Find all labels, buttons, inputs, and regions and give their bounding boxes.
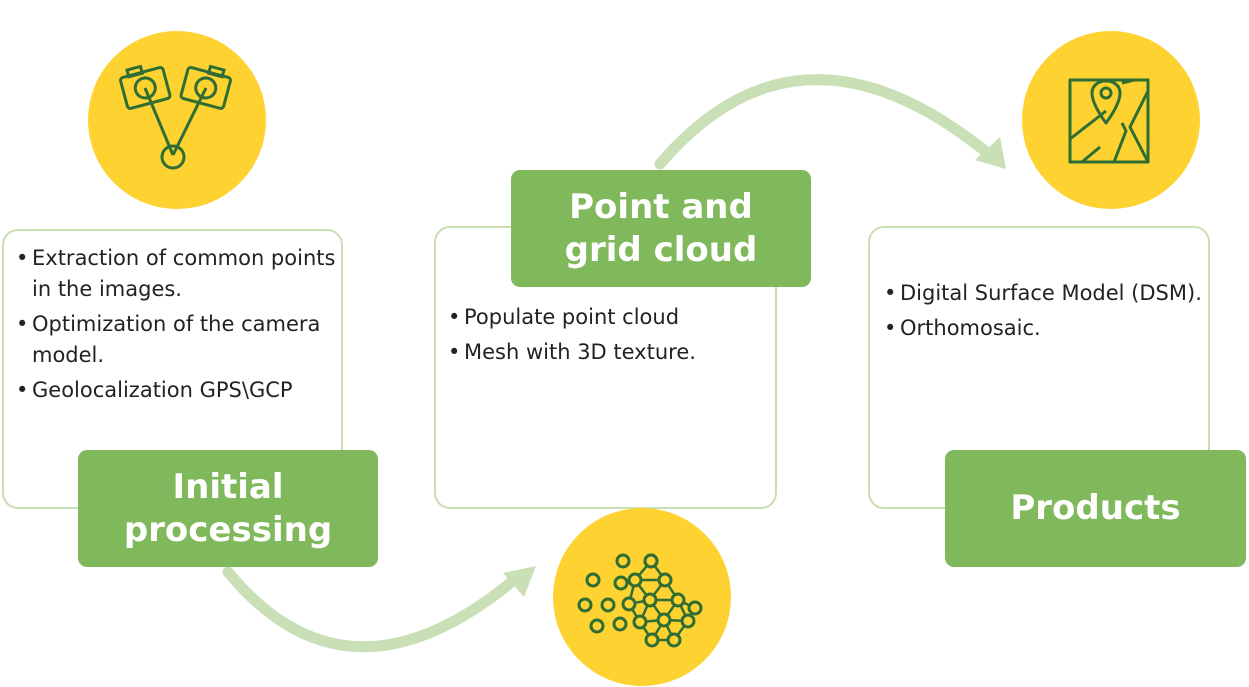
- point-node: [627, 572, 643, 588]
- point-node: [643, 553, 659, 569]
- point-cloud-label: Point and grid cloud: [511, 170, 811, 287]
- camera-triangulation-icon: [119, 64, 232, 170]
- point-node: [687, 600, 703, 616]
- point-node: [644, 632, 660, 648]
- point-node: [612, 616, 628, 632]
- initial-processing-bullets: Extraction of common points in the image…: [16, 243, 338, 410]
- flow-arrow-head-1: [503, 566, 536, 597]
- products-bullets: Digital Surface Model (DSM). Orthomosaic…: [884, 278, 1204, 348]
- point-node: [615, 553, 631, 569]
- bullet-item: Orthomosaic.: [884, 313, 1204, 344]
- bullet-item: Geolocalization GPS\GCP: [16, 375, 338, 406]
- map-pin-icon: [1068, 78, 1150, 164]
- point-node: [613, 575, 629, 591]
- flow-arrow-head-2: [975, 137, 1006, 169]
- initial-processing-icon-circle: [88, 31, 266, 209]
- bullet-item: Populate point cloud: [448, 302, 770, 333]
- bullet-item: Mesh with 3D texture.: [448, 337, 770, 368]
- point-node: [600, 597, 616, 613]
- bullet-item: Extraction of common points in the image…: [16, 243, 338, 305]
- bullet-item: Digital Surface Model (DSM).: [884, 278, 1204, 309]
- products-label: Products: [945, 450, 1246, 567]
- point-node: [657, 572, 673, 588]
- point-node: [577, 597, 593, 613]
- point-mesh-icon: [577, 553, 703, 648]
- point-node: [656, 612, 672, 628]
- point-node: [589, 618, 605, 634]
- bullet-item: Optimization of the camera model.: [16, 309, 338, 371]
- point-node: [621, 596, 637, 612]
- point-node: [632, 614, 648, 630]
- point-node: [585, 572, 601, 588]
- point-node: [670, 592, 686, 608]
- point-node: [666, 632, 682, 648]
- point-node: [642, 592, 658, 608]
- point-node: [680, 613, 696, 629]
- point-cloud-bullets: Populate point cloud Mesh with 3D textur…: [448, 302, 770, 372]
- flow-arrow-initial-to-point-cloud: [222, 566, 526, 653]
- flow-arrow-point-cloud-to-products: [654, 74, 996, 170]
- products-icon-circle: [1022, 31, 1200, 209]
- point-cloud-icon-circle: [553, 508, 731, 686]
- initial-processing-label: Initial processing: [78, 450, 378, 567]
